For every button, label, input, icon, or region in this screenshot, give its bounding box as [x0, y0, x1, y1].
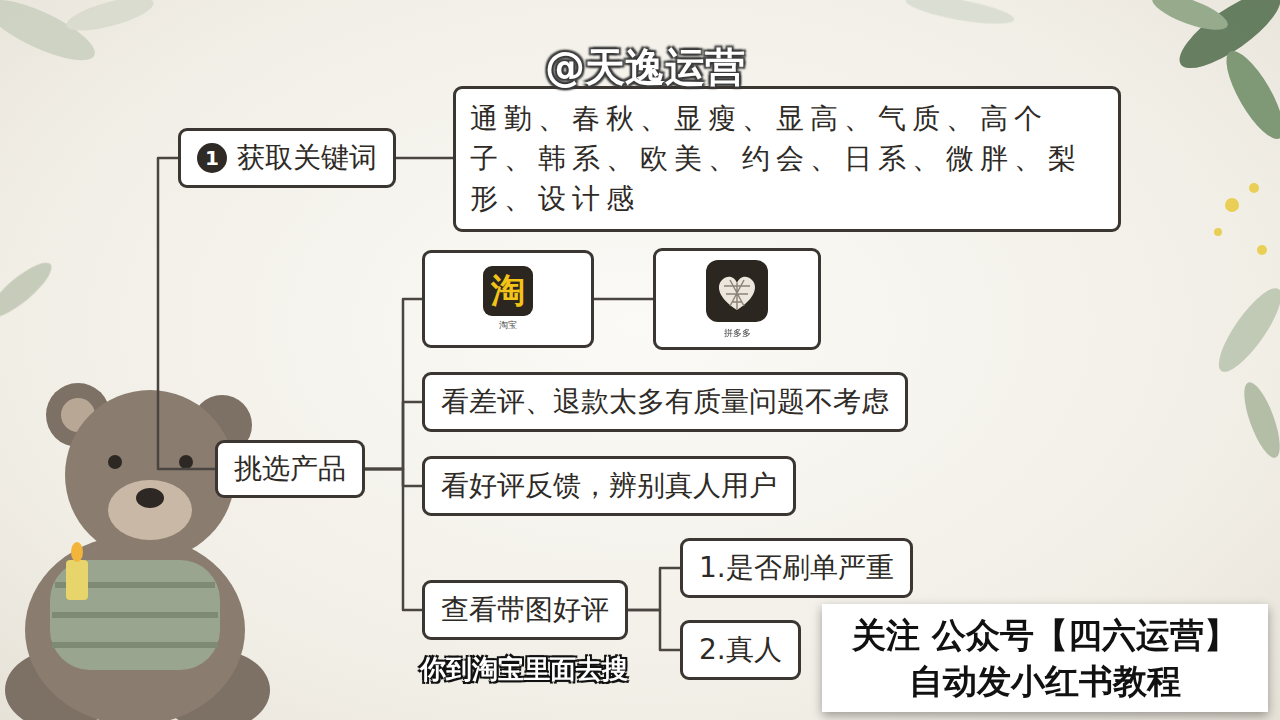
node-text: 挑选产品 [234, 450, 346, 488]
tree-connector [365, 469, 422, 610]
node-text: 通勤、春秋、显瘦、显高、气质、高个子、韩系、欧美、约会、日系、微胖、梨形、设计感 [470, 99, 1104, 219]
promo-banner: 关注 公众号【四六运营】自动发小红书教程 [822, 604, 1268, 712]
app-icon [704, 258, 770, 324]
node-text: 看好评反馈，辨别真人用户 [441, 467, 777, 505]
mindmap-box: 看好评反馈，辨别真人用户 [422, 456, 796, 516]
tree-connector [365, 299, 422, 469]
tree-connector [365, 402, 422, 469]
pinduoduo-icon [704, 258, 770, 324]
mindmap-box: 1.是否刷单严重 [680, 538, 913, 598]
mindmap-box: 淘淘宝 [422, 250, 594, 348]
node-text: 获取关键词 [237, 139, 377, 177]
mindmap-box: 2.真人 [680, 620, 801, 680]
app-icon: 淘 [483, 266, 533, 316]
node-text: 自动发小红书教程 [909, 658, 1181, 704]
mindmap-box: 通勤、春秋、显瘦、显高、气质、高个子、韩系、欧美、约会、日系、微胖、梨形、设计感 [453, 86, 1121, 232]
mindmap-box: 查看带图好评 [422, 580, 628, 640]
node-text: 1.是否刷单严重 [699, 549, 894, 587]
mindmap-box: 拼多多 [653, 248, 821, 350]
mindmap-box: 1 获取关键词 [178, 128, 396, 188]
node-text: 查看带图好评 [441, 591, 609, 629]
app-name: 拼多多 [724, 327, 751, 340]
tree-connector [396, 158, 453, 159]
tree-connector [628, 610, 680, 650]
app-name: 淘宝 [499, 319, 517, 332]
node-text: 看差评、退款太多有质量问题不考虑 [441, 383, 889, 421]
mindmap-box: 挑选产品 [215, 440, 365, 498]
tree-connector [628, 568, 680, 610]
node-text: 关注 公众号【四六运营】 [852, 612, 1238, 658]
watermark: @天逸运营 [545, 40, 745, 95]
subtitle: 你到淘宝里面去搜 [420, 652, 628, 687]
node-text: 2.真人 [699, 631, 782, 669]
tree-connector [594, 299, 653, 300]
callout-number: 1 [197, 143, 227, 173]
tree-connector [365, 469, 422, 486]
teddy-bear [5, 383, 270, 720]
mindmap-box: 看差评、退款太多有质量问题不考虑 [422, 372, 908, 432]
tree-connector [158, 158, 215, 469]
leaf-cluster [0, 0, 1280, 462]
